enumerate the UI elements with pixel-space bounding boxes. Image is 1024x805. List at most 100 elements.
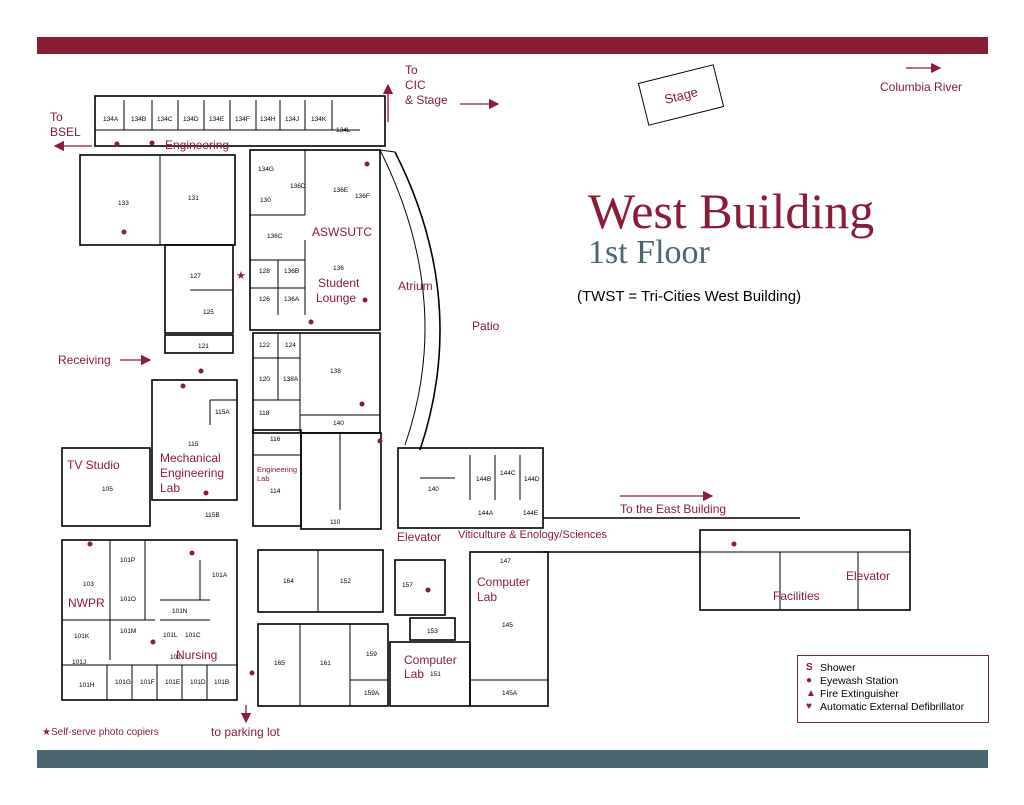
area-computer-lab-1: Computer xyxy=(477,575,530,589)
room-144c: 144C xyxy=(500,470,516,477)
room-134e: 134E xyxy=(209,116,225,123)
room-144a: 144A xyxy=(478,510,494,517)
room-144b: 144B xyxy=(476,476,491,483)
room-157: 157 xyxy=(402,582,413,589)
room-138a: 138A xyxy=(283,376,299,383)
room-134f: 134F xyxy=(235,116,250,123)
label-columbia-river: Columbia River xyxy=(880,80,962,94)
legend-row-defibrillator: ♥ Automatic External Defibrillator xyxy=(798,700,988,713)
legend-row-extinguisher: ▲ Fire Extinguisher xyxy=(798,687,988,700)
page-subtitle: 1st Floor xyxy=(588,234,710,271)
copier-note: ★Self-serve photo copiers xyxy=(42,727,159,738)
room-136d: 136D xyxy=(290,183,306,190)
room-101a: 101A xyxy=(212,572,228,579)
copier-star-icon: ★ xyxy=(42,727,51,738)
shower-icon: S xyxy=(806,662,813,673)
room-115a: 115A xyxy=(215,409,230,416)
room-101d: 101D xyxy=(190,679,206,686)
room-145a: 145A xyxy=(502,690,518,697)
room-140b: 140 xyxy=(428,486,439,493)
label-east-building: To the East Building xyxy=(620,502,726,516)
area-tv-studio: TV Studio xyxy=(67,458,120,472)
area-eng-lab-2: Lab xyxy=(257,474,270,483)
room-118: 118 xyxy=(259,410,270,417)
room-145: 145 xyxy=(502,622,513,629)
area-computer-lab-1b: Lab xyxy=(477,590,497,604)
room-133: 133 xyxy=(118,200,129,207)
room-134c: 134C xyxy=(157,116,173,123)
top-band xyxy=(37,37,988,54)
room-131: 131 xyxy=(188,195,199,202)
room-101j: 101J xyxy=(72,659,86,666)
area-nursing: Nursing xyxy=(176,648,217,662)
direction-arrows xyxy=(53,62,942,724)
area-computer-lab-2b: Lab xyxy=(404,667,424,681)
room-101k: 101K xyxy=(74,633,90,640)
room-134g: 134G xyxy=(258,166,274,173)
area-elevator-east: Elevator xyxy=(846,569,890,583)
room-151: 151 xyxy=(430,671,441,678)
building-note: (TWST = Tri-Cities West Building) xyxy=(577,288,802,305)
label-to-cic: To xyxy=(405,63,418,77)
copier-note-text: Self-serve photo copiers xyxy=(50,727,159,738)
room-134k: 134K xyxy=(311,116,327,123)
room-127: 127 xyxy=(190,273,201,280)
room-136c: 136C xyxy=(267,233,283,240)
legend-label: Automatic External Defibrillator xyxy=(820,700,965,713)
area-nwpr: NWPR xyxy=(68,596,105,610)
room-134b: 134B xyxy=(131,116,146,123)
building-walls xyxy=(61,95,911,707)
area-eng-lab: Engineering xyxy=(257,465,297,474)
area-mech-engineering: Engineering xyxy=(160,466,224,480)
room-101: 101 xyxy=(170,654,181,661)
room-130: 130 xyxy=(260,197,271,204)
room-144d: 144D xyxy=(524,476,540,483)
room-101p: 101P xyxy=(120,557,135,564)
label-to-cic-3: & Stage xyxy=(405,93,448,107)
room-136a: 136A xyxy=(284,296,300,303)
copier-star-icon: ★ xyxy=(236,270,246,282)
room-134d: 134D xyxy=(183,116,199,123)
area-mechanical: Mechanical xyxy=(160,451,221,465)
fire-extinguisher-icons xyxy=(87,140,737,676)
room-134l: 134L xyxy=(336,127,351,134)
room-103: 103 xyxy=(83,581,94,588)
page-title: West Building xyxy=(588,183,875,239)
room-101f: 101F xyxy=(140,679,155,686)
area-lounge: Lounge xyxy=(316,291,356,305)
room-101c: 101C xyxy=(185,632,201,639)
room-138: 138 xyxy=(330,368,341,375)
room-136f: 136F xyxy=(355,193,370,200)
area-computer-lab-2: Computer xyxy=(404,653,457,667)
area-asswutc: ASWSUTC xyxy=(312,225,372,239)
area-facilities: Facilities xyxy=(773,589,820,603)
stage-label: Stage xyxy=(662,83,700,107)
area-patio: Patio xyxy=(472,319,500,333)
room-numbers: 134A 134B 134C 134D 134E 134F 134H 134J … xyxy=(72,116,540,697)
room-126: 126 xyxy=(259,296,270,303)
label-to-bsel-2: BSEL xyxy=(50,125,81,139)
room-121: 121 xyxy=(198,343,209,350)
defibrillator-icon: ♥ xyxy=(806,701,812,712)
room-101e: 101E xyxy=(165,679,181,686)
room-101h: 101H xyxy=(79,682,95,689)
room-101g: 101G xyxy=(115,679,131,686)
bottom-band xyxy=(37,750,988,768)
legend: S Shower ● Eyewash Station ▲ Fire Exting… xyxy=(797,655,989,723)
room-165: 165 xyxy=(274,660,285,667)
room-101n: 101N xyxy=(172,608,188,615)
room-122: 122 xyxy=(259,342,270,349)
legend-label: Shower xyxy=(820,661,856,674)
room-140a: 140 xyxy=(333,420,344,427)
area-engineering: Engineering xyxy=(165,138,229,152)
room-134h: 134H xyxy=(260,116,276,123)
room-101l: 101L xyxy=(163,632,178,639)
label-to-cic-2: CIC xyxy=(405,78,426,92)
label-parking-lot: to parking lot xyxy=(211,725,280,739)
room-124: 124 xyxy=(285,342,296,349)
room-153: 153 xyxy=(427,628,438,635)
area-elevator-west: Elevator xyxy=(397,530,441,544)
eyewash-icon: ● xyxy=(806,675,813,686)
room-159a: 159A xyxy=(364,690,380,697)
